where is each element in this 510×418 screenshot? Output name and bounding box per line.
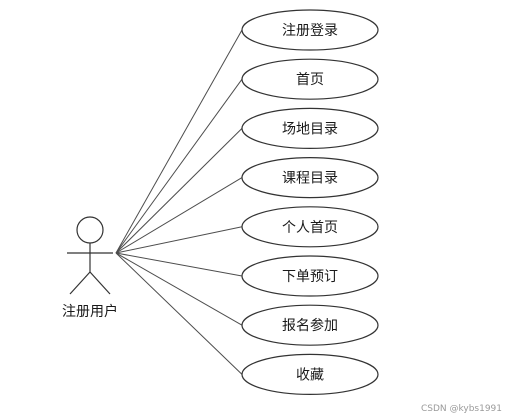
use-case-oval (241, 304, 379, 346)
association-line-register-login (115, 29, 243, 254)
use-case-oval (241, 255, 379, 297)
use-case-register-login: 注册登录 (241, 9, 379, 51)
use-case-label: 个人首页 (282, 220, 338, 236)
use-case-course-directory: 课程目录 (241, 157, 379, 199)
use-case-label: 注册登录 (282, 23, 338, 39)
association-line-home (115, 78, 243, 254)
association-line-place-order (115, 252, 243, 277)
actor-label: 注册用户 (62, 303, 118, 320)
association-line-personal-home (115, 226, 243, 254)
use-case-oval (241, 107, 379, 149)
use-case-label: 报名参加 (282, 317, 338, 334)
use-case-favorites: 收藏 (241, 353, 379, 395)
use-case-personal-home: 个人首页 (241, 206, 379, 248)
actor-registered-user: 注册用户 (62, 216, 118, 320)
use-case-home: 首页 (241, 58, 379, 100)
use-case-place-order: 下单预订 (241, 255, 379, 297)
actor-head (76, 216, 104, 244)
association-lines (115, 29, 243, 375)
use-case-label: 收藏 (296, 367, 324, 383)
use-case-oval (241, 206, 379, 248)
association-line-course-directory (115, 177, 243, 254)
actor-left-leg (69, 271, 91, 295)
use-case-label: 下单预订 (282, 269, 338, 285)
association-line-sign-up-join (115, 252, 243, 326)
use-case-label: 场地目录 (282, 121, 338, 137)
use-case-label: 课程目录 (282, 171, 338, 187)
use-case-oval (241, 9, 379, 51)
use-case-oval (241, 353, 379, 395)
association-line-favorites (115, 252, 243, 375)
use-case-oval (241, 58, 379, 100)
use-case-venue-directory: 场地目录 (241, 107, 379, 149)
use-case-sign-up-join: 报名参加 (241, 304, 379, 346)
watermark: CSDN @kybs1991 (420, 404, 502, 414)
use-case-oval (241, 157, 379, 199)
association-line-venue-directory (115, 128, 243, 254)
actor-right-leg (89, 271, 111, 295)
use-case-label: 首页 (296, 72, 324, 88)
